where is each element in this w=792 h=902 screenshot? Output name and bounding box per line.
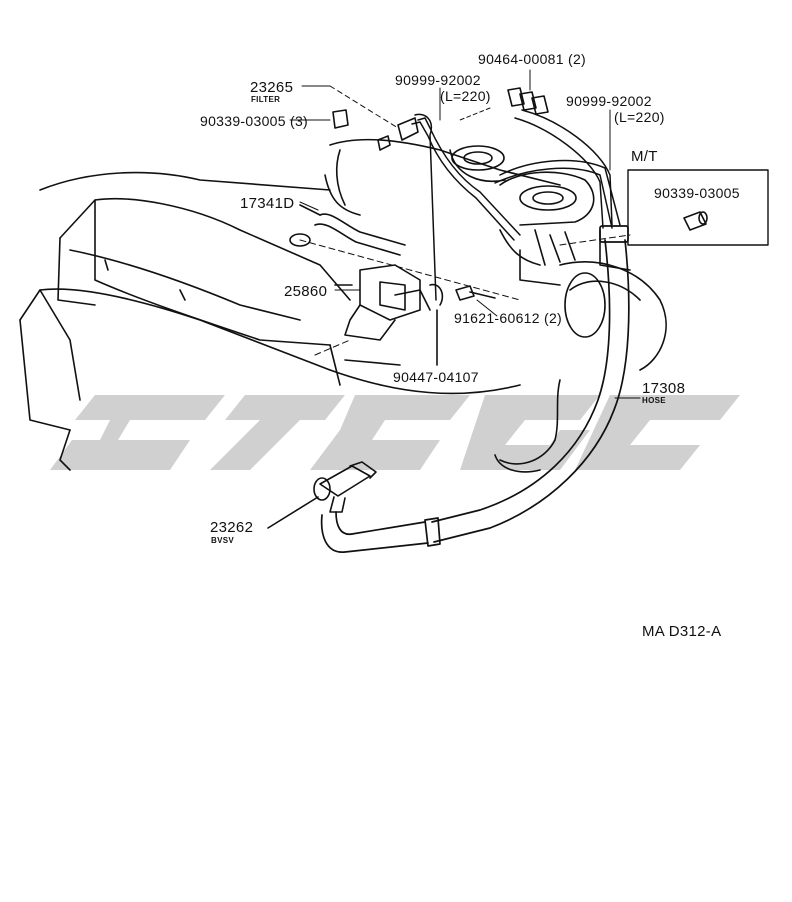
bvsv-label: BVSV (211, 536, 234, 545)
leader-lines (289, 69, 641, 399)
main-hose-label: HOSE (642, 396, 666, 405)
air-intake-duct (494, 261, 667, 473)
hose-clamp (429, 283, 444, 366)
bolt (455, 285, 496, 301)
mt-inset-title: M/T (631, 148, 658, 165)
hose-clips (507, 87, 549, 115)
hose-left-part-number: 90999-92002 (395, 72, 481, 88)
hose-right-length: (L=220) (614, 109, 665, 125)
vacuum-hoses (411, 109, 621, 301)
intake-manifold (324, 138, 631, 286)
hose-left-length: (L=220) (440, 88, 491, 104)
figure-code: MA D312-A (642, 623, 722, 640)
watermark-logo (50, 395, 740, 470)
bvsv-valve (267, 461, 377, 529)
vsv-bracket-part-number: 25860 (284, 283, 328, 300)
vacuum-reservoir (499, 171, 595, 226)
filter-label: FILTER (251, 95, 281, 104)
mt-plug-part-number: 90339-03005 (654, 185, 740, 201)
bolt-part-number: 91621-60612 (2) (454, 310, 563, 326)
hose-right-part-number: 90999-92002 (566, 93, 652, 109)
filter-parts (332, 109, 419, 151)
cylinder-head-cover (39, 171, 351, 346)
clip-part-number: 90464-00081 (2) (478, 51, 587, 67)
main-hose-part-number: 17308 (642, 380, 686, 397)
filter-part-number: 23265 (250, 79, 294, 96)
bracket-hose-part-number: 17341D (240, 195, 295, 212)
main-hose (320, 225, 630, 553)
engine-block (19, 288, 521, 471)
bvsv-part-number: 23262 (210, 519, 254, 536)
bracket-hose (289, 204, 406, 256)
mt-inset-box (627, 169, 769, 246)
clamp-part-number: 90447-04107 (393, 369, 479, 385)
plug-part-number: 90339-03005 (3) (200, 113, 309, 129)
vsv-bracket (334, 264, 431, 341)
